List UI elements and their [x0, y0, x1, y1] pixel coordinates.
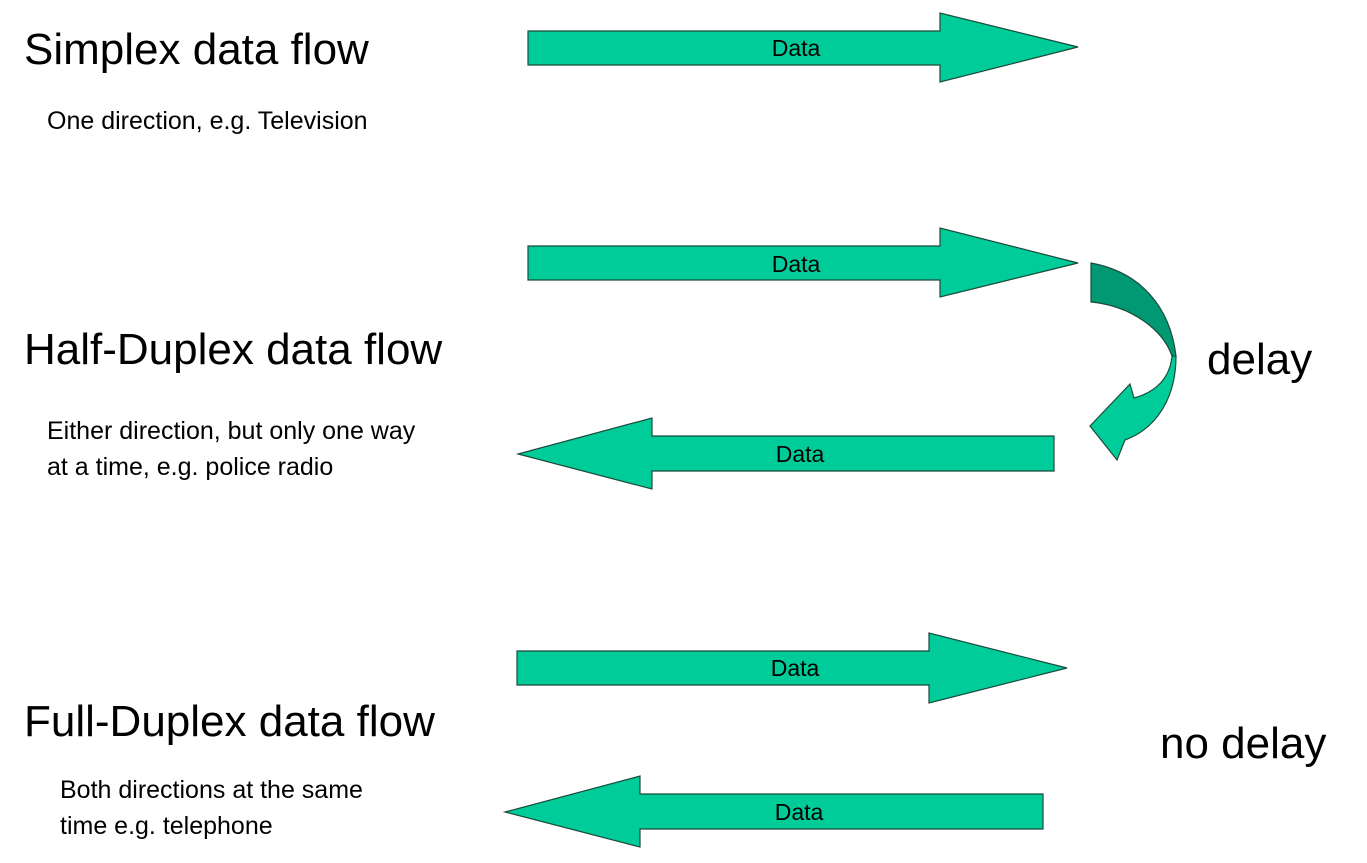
- delay-curved-arrow: [1089, 262, 1177, 462]
- full-duplex-description-line1: Both directions at the same: [60, 776, 363, 804]
- simplex-title: Simplex data flow: [24, 25, 369, 74]
- delay-label: delay: [1207, 335, 1313, 384]
- simplex-arrow-label: Data: [772, 35, 821, 61]
- full-duplex-return-arrow: Data: [502, 775, 1044, 848]
- full-duplex-forward-arrow-label: Data: [771, 655, 820, 681]
- full-duplex-return-arrow-label: Data: [775, 799, 824, 825]
- curved-arrow-shadow-icon: [1090, 262, 1177, 357]
- half-duplex-title: Half-Duplex data flow: [24, 325, 443, 374]
- full-duplex-forward-arrow: Data: [516, 632, 1068, 704]
- right-arrow-icon: [527, 227, 1079, 298]
- full-duplex-description-line2: time e.g. telephone: [60, 812, 273, 840]
- simplex-data-arrow: Data: [527, 12, 1079, 83]
- right-arrow-icon: [527, 12, 1079, 83]
- no-delay-label: no delay: [1160, 719, 1327, 768]
- half-duplex-return-arrow-label: Data: [776, 441, 825, 467]
- half-duplex-description-line1: Either direction, but only one way: [47, 417, 416, 445]
- half-duplex-forward-arrow: Data: [527, 227, 1079, 298]
- half-duplex-description-line2: at a time, e.g. police radio: [47, 453, 334, 481]
- curved-arrow-icon: [1089, 355, 1177, 462]
- full-duplex-title: Full-Duplex data flow: [24, 697, 435, 746]
- left-arrow-icon: [502, 775, 1044, 848]
- half-duplex-forward-arrow-label: Data: [772, 251, 821, 277]
- simplex-description: One direction, e.g. Television: [47, 107, 368, 135]
- left-arrow-icon: [515, 417, 1055, 490]
- right-arrow-icon: [516, 632, 1068, 704]
- half-duplex-return-arrow: Data: [515, 417, 1055, 490]
